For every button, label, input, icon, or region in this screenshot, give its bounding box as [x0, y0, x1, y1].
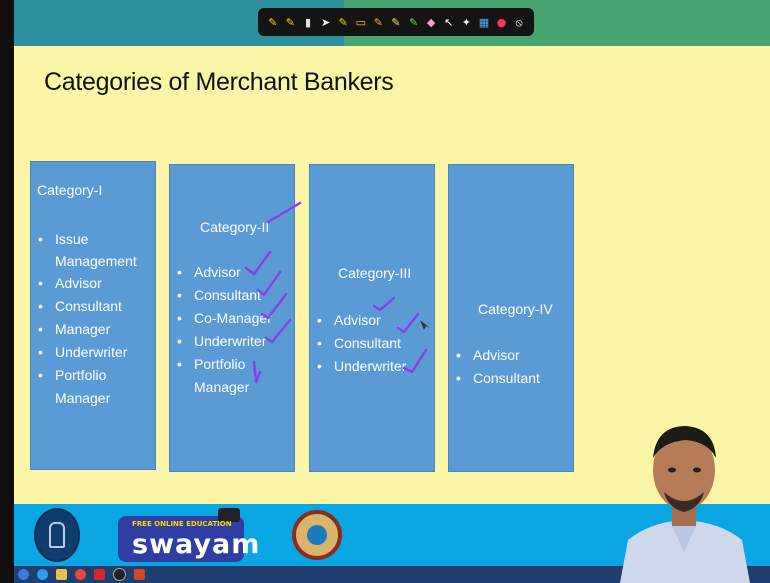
category-box-3: Category-III Advisor Consultant Underwri…: [309, 164, 435, 472]
category-heading: Category-III: [338, 265, 412, 281]
category-box-2: Category-II Advisor Consultant Co-Manage…: [169, 164, 295, 472]
category-box-1: Category-I Issue Management Advisor Cons…: [30, 161, 156, 470]
category-list: Advisor Consultant: [453, 344, 573, 390]
list-item: Advisor: [314, 309, 434, 332]
nptel-logo: [292, 510, 342, 560]
category-list: Advisor Consultant Underwriter: [314, 309, 434, 378]
list-item: Consultant: [174, 284, 294, 307]
presenter-video: [620, 426, 750, 583]
start-icon[interactable]: [18, 569, 29, 580]
annotation-toolbar: ✎ ✎ ▮ ➤ ✎ ▭ ✎ ✎ ✎ ◆ ↖ ✦ ▦ ● ⦸: [258, 8, 534, 36]
pen-icon[interactable]: ✎: [373, 15, 383, 29]
folder-icon[interactable]: [56, 569, 67, 580]
pen-icon[interactable]: ✎: [268, 15, 278, 29]
category-list: Advisor Consultant Co-Manager Underwrite…: [174, 261, 294, 399]
eraser-icon[interactable]: ◆: [426, 15, 436, 29]
pdf-icon[interactable]: [94, 569, 105, 580]
category-box-4: Category-IV Advisor Consultant: [448, 164, 574, 472]
browser-icon[interactable]: [37, 569, 48, 580]
list-item: Advisor: [35, 272, 153, 295]
shape-icon[interactable]: ▭: [355, 15, 366, 29]
list-item: Advisor: [174, 261, 294, 284]
grid-icon[interactable]: ▦: [478, 15, 490, 29]
logo-text: swayam: [132, 529, 261, 560]
close-icon[interactable]: ⦸: [515, 15, 523, 29]
media-icon[interactable]: [113, 568, 126, 581]
list-item: Advisor: [453, 344, 573, 367]
list-item: Portfolio Manager: [35, 364, 125, 410]
taskbar: [14, 566, 770, 583]
pointer-icon[interactable]: ➤: [320, 15, 331, 29]
laser-icon[interactable]: ✦: [461, 15, 471, 29]
pen-icon[interactable]: ✎: [338, 15, 348, 29]
presentation-icon[interactable]: [134, 569, 145, 580]
list-item: Portfolio Manager: [174, 353, 254, 399]
logo-tagline: FREE ONLINE EDUCATION: [132, 520, 232, 528]
chrome-icon[interactable]: [75, 569, 86, 580]
list-item: Co-Manager: [174, 307, 294, 330]
category-heading: Category-II: [200, 219, 270, 235]
category-list: Issue Management Advisor Consultant Mana…: [35, 228, 153, 410]
list-item: Consultant: [453, 367, 573, 390]
pointer-icon[interactable]: ↖: [444, 15, 454, 29]
list-item: Issue Management: [35, 228, 137, 272]
list-item: Consultant: [314, 332, 434, 355]
swayam-logo: FREE ONLINE EDUCATION swayam: [118, 508, 259, 562]
institute-logo: [34, 508, 80, 562]
category-heading: Category-I: [37, 182, 103, 198]
slide-title: Categories of Merchant Bankers: [44, 68, 394, 96]
slide-header-band: [14, 0, 770, 46]
category-heading: Category-IV: [478, 301, 553, 317]
pen-icon[interactable]: ✎: [408, 15, 419, 29]
list-item: Manager: [35, 318, 153, 341]
list-item: Underwriter: [35, 341, 153, 364]
pen-icon[interactable]: ✎: [285, 15, 295, 29]
list-item: Underwriter: [314, 355, 434, 378]
list-item: Underwriter: [174, 330, 294, 353]
color-icon[interactable]: ●: [496, 15, 507, 29]
graduation-cap-icon: [218, 508, 240, 522]
left-edge: [0, 0, 14, 583]
list-item: Consultant: [35, 295, 153, 318]
highlighter-icon[interactable]: ▮: [304, 15, 312, 29]
pen-icon[interactable]: ✎: [391, 15, 401, 29]
